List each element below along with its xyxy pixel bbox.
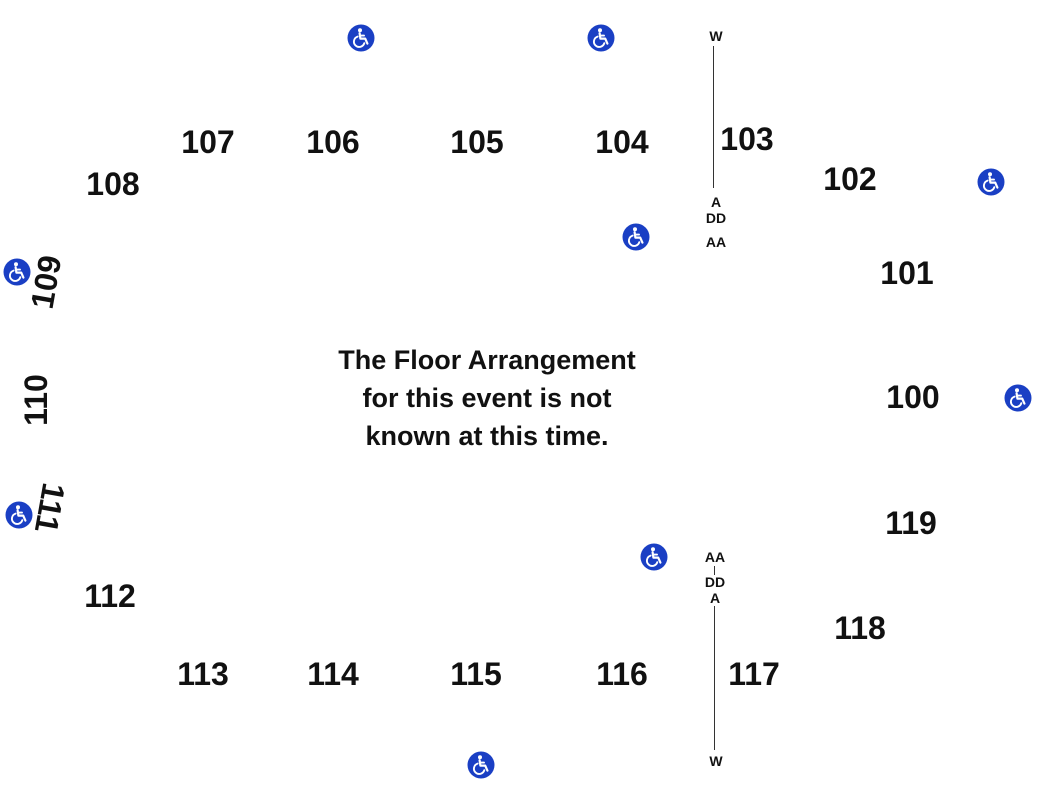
wheelchair-accessible-icon[interactable]	[977, 168, 1005, 196]
section-100[interactable]: 100	[886, 379, 940, 415]
section-119[interactable]: 119	[885, 505, 937, 541]
section-110[interactable]: 110	[18, 374, 54, 426]
row-marker-top-a: A	[710, 194, 722, 210]
section-108[interactable]: 108	[86, 166, 140, 202]
row-marker-top-aa: AA	[705, 234, 727, 250]
wheelchair-accessible-icon[interactable]	[1004, 384, 1032, 412]
section-116[interactable]: 116	[596, 656, 648, 692]
wheelchair-accessible-icon[interactable]	[467, 751, 495, 779]
section-102[interactable]: 102	[823, 161, 877, 197]
section-103[interactable]: 103	[720, 121, 774, 157]
section-105[interactable]: 105	[450, 124, 504, 160]
row-marker-bottom-line	[714, 606, 715, 750]
row-marker-bottom-dd: DD	[704, 574, 726, 590]
wheelchair-accessible-icon[interactable]	[640, 543, 668, 571]
row-marker-top-line	[713, 46, 714, 188]
wheelchair-accessible-icon[interactable]	[347, 24, 375, 52]
wheelchair-accessible-icon[interactable]	[5, 501, 33, 529]
section-115[interactable]: 115	[450, 656, 502, 692]
row-marker-bottom-aa: AA	[704, 549, 726, 565]
section-107[interactable]: 107	[181, 124, 235, 160]
wheelchair-accessible-icon[interactable]	[3, 258, 31, 286]
section-112[interactable]: 112	[84, 578, 136, 614]
wheelchair-accessible-icon[interactable]	[587, 24, 615, 52]
section-113[interactable]: 113	[177, 656, 229, 692]
row-marker-bottom-w: W	[709, 753, 723, 769]
notice-line-1: The Floor Arrangement	[338, 345, 636, 375]
section-106[interactable]: 106	[306, 124, 360, 160]
section-114[interactable]: 114	[307, 656, 359, 692]
wheelchair-accessible-icon[interactable]	[622, 223, 650, 251]
section-104[interactable]: 104	[595, 124, 649, 160]
row-marker-top-w: W	[709, 28, 723, 44]
row-marker-top-dd: DD	[705, 210, 727, 226]
row-marker-bottom-a: A	[709, 590, 721, 606]
row-marker-bottom-short-line	[714, 566, 715, 575]
section-101[interactable]: 101	[880, 255, 934, 291]
section-109[interactable]: 109	[23, 252, 69, 312]
notice-line-2: for this event is not	[362, 383, 612, 413]
floor-arrangement-notice: The Floor Arrangement for this event is …	[277, 341, 697, 455]
section-118[interactable]: 118	[834, 610, 886, 646]
section-117[interactable]: 117	[728, 656, 780, 692]
notice-line-3: known at this time.	[365, 421, 609, 451]
section-111[interactable]: 111	[27, 480, 73, 536]
